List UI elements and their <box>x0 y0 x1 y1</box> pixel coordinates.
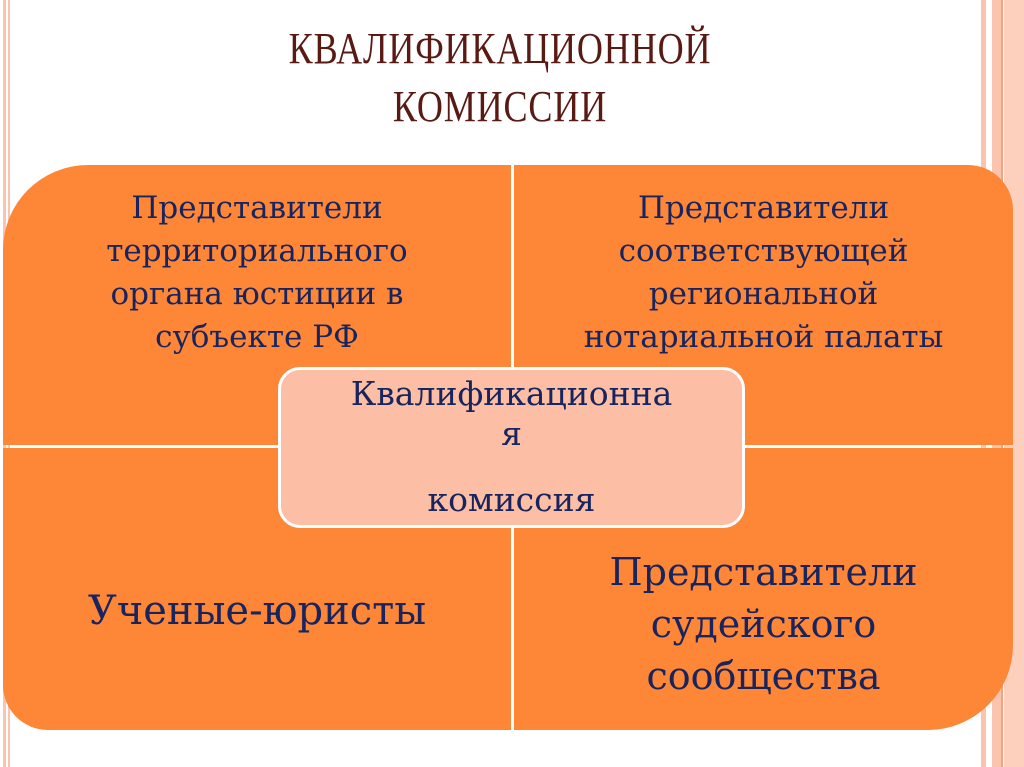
quadrant-text-line: региональной <box>648 276 879 312</box>
quadrant-text-line: субъекте РФ <box>155 319 359 355</box>
center-text-line-3: комиссия <box>427 480 596 519</box>
center-text-line-2: я <box>501 414 522 453</box>
quadrant-text-line: территориального <box>106 233 408 269</box>
center-text-line-1: Квалификационна <box>350 374 673 413</box>
quadrant-notary-representatives: Представители соответствующей региональн… <box>514 165 1013 445</box>
title-line-2: КОМИССИИ <box>392 82 608 131</box>
title-line-1: КВАЛИФИКАЦИОННОЙ <box>288 24 712 73</box>
quadrant-text-line: Представители <box>609 550 918 594</box>
quadrant-text-line: Представители <box>637 190 890 226</box>
quadrant-text-line: нотариальной палаты <box>583 319 944 355</box>
center-node-commission: Квалификационна я комиссия <box>278 367 745 528</box>
quadrant-text-line: Ученые-юристы <box>87 588 427 634</box>
quadrant-diagram: Представители территориального органа юс… <box>3 165 1013 730</box>
quadrant-text-line: Представители <box>131 190 383 226</box>
quadrant-text-line: соответствующей <box>618 233 909 269</box>
quadrant-text-line: сообщества <box>646 654 881 698</box>
quadrant-text-line: органа юстиции в <box>110 276 404 312</box>
slide-title: КВАЛИФИКАЦИОННОЙ КОМИССИИ <box>221 20 779 136</box>
quadrant-text-line: судейского <box>650 602 877 646</box>
